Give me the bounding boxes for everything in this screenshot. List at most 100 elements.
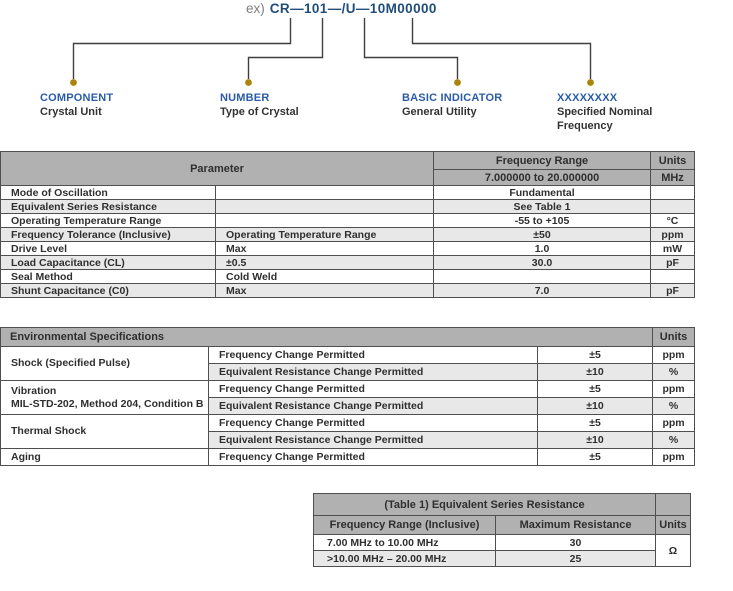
param-name: Seal Method xyxy=(0,269,216,284)
env-value: ±5 xyxy=(536,346,654,364)
connector-dot-frequency xyxy=(587,79,594,86)
param-sub xyxy=(214,213,435,228)
env-value: ±5 xyxy=(536,380,654,398)
table1-resistance-header: Maximum Resistance xyxy=(494,515,657,535)
param-name: Shunt Capacitance (C0) xyxy=(0,283,216,298)
env-group-shock: Shock (Specified Pulse) xyxy=(0,346,209,381)
table1-resistance: 25 xyxy=(494,550,657,567)
param-name: Operating Temperature Range xyxy=(0,213,216,228)
env-test: Frequency Change Permitted xyxy=(208,448,538,466)
param-value: 7.0 xyxy=(433,283,652,298)
environmental-title: Environmental Specifications xyxy=(0,327,654,347)
param-value: -55 to +105 xyxy=(433,213,652,228)
param-unit: ppm xyxy=(650,227,696,242)
env-test: Frequency Change Permitted xyxy=(208,346,538,364)
param-unit: pF xyxy=(650,255,696,270)
param-value: Fundamental xyxy=(433,185,652,200)
env-group-name2: MIL-STD-202, Method 204, Condition B xyxy=(11,397,204,410)
connector-dot-number xyxy=(245,79,252,86)
callout-number-desc: Type of Crystal xyxy=(220,106,299,118)
env-group-aging: Aging xyxy=(0,448,209,466)
env-unit: % xyxy=(652,363,696,381)
env-value: ±10 xyxy=(536,431,654,449)
connector-line-number xyxy=(247,18,324,79)
param-sub xyxy=(214,199,435,214)
env-value: ±10 xyxy=(536,363,654,381)
env-group-name: Vibration xyxy=(11,384,57,397)
connector-dot-basic-indicator xyxy=(454,79,461,86)
env-unit: % xyxy=(652,397,696,415)
param-name: Mode of Oscillation xyxy=(0,185,216,200)
env-group-name: Thermal Shock xyxy=(11,425,87,437)
environmental-table: Environmental Specifications Units Shock… xyxy=(0,327,696,466)
param-sub: Operating Temperature Range xyxy=(214,227,435,242)
connector-line-basic-indicator xyxy=(363,18,459,79)
table1-title: (Table 1) Equivalent Series Resistance xyxy=(312,493,657,516)
table1-esr: (Table 1) Equivalent Series Resistance F… xyxy=(312,493,692,567)
part-number: CR—101—/U—10M00000 xyxy=(269,1,437,16)
env-group-name: Shock (Specified Pulse) xyxy=(11,357,131,369)
param-unit: pF xyxy=(650,283,696,298)
callout-number: NUMBER Type of Crystal xyxy=(220,91,299,119)
connector-dot-component xyxy=(70,79,77,86)
units-value: MHz xyxy=(650,169,696,186)
parameter-header: Parameter xyxy=(0,151,435,186)
env-value: ±5 xyxy=(536,414,654,432)
callout-frequency-desc: Specified Nominal Frequency xyxy=(557,106,653,132)
param-value: ±50 xyxy=(433,227,652,242)
units-header: Units xyxy=(650,151,696,170)
callout-basic-indicator: BASIC INDICATOR General Utility xyxy=(402,91,502,119)
table1-units-header: Units xyxy=(655,515,692,535)
param-value xyxy=(433,269,652,284)
table1-resistance: 30 xyxy=(494,534,657,551)
table1-unit-ohm: Ω xyxy=(655,534,692,567)
callout-basic-indicator-label: BASIC INDICATOR xyxy=(402,92,503,104)
callout-frequency: XXXXXXXX Specified Nominal Frequency xyxy=(557,91,673,133)
env-group-name: Aging xyxy=(11,450,41,463)
env-test: Equivalent Resistance Change Permitted xyxy=(208,363,538,381)
callout-component-label: COMPONENT xyxy=(40,92,114,104)
table1-range: 7.00 MHz to 10.00 MHz xyxy=(313,534,496,551)
param-unit: °C xyxy=(650,213,696,228)
parameter-table: Parameter Frequency Range Units 7.000000… xyxy=(0,151,696,298)
param-name: Equivalent Series Resistance xyxy=(0,199,216,214)
table1-title-spacer xyxy=(655,493,692,516)
param-sub: Max xyxy=(214,241,435,256)
param-name: Load Capacitance (CL) xyxy=(0,255,216,270)
env-test: Equivalent Resistance Change Permitted xyxy=(208,431,538,449)
param-sub: ±0.5 xyxy=(214,255,435,270)
connector-line-component xyxy=(72,18,292,79)
env-test: Frequency Change Permitted xyxy=(208,380,538,398)
param-unit xyxy=(650,269,696,284)
param-sub xyxy=(214,185,435,200)
param-unit: mW xyxy=(650,241,696,256)
env-unit: ppm xyxy=(652,448,696,466)
env-value: ±5 xyxy=(536,448,654,466)
param-unit xyxy=(650,185,696,200)
environmental-units-header: Units xyxy=(652,327,696,347)
env-test: Frequency Change Permitted xyxy=(208,414,538,432)
param-name: Frequency Tolerance (Inclusive) xyxy=(0,227,216,242)
callout-number-label: NUMBER xyxy=(220,92,270,104)
part-number-example: ex)CR—101—/U—10M00000 xyxy=(246,1,437,16)
connector-line-frequency xyxy=(411,18,592,79)
param-value: 1.0 xyxy=(433,241,652,256)
callout-frequency-label: XXXXXXXX xyxy=(557,92,618,104)
table1-range-header: Frequency Range (Inclusive) xyxy=(313,515,496,535)
frequency-range-value: 7.000000 to 20.000000 xyxy=(433,169,652,186)
env-unit: ppm xyxy=(652,346,696,364)
env-unit: ppm xyxy=(652,414,696,432)
param-name: Drive Level xyxy=(0,241,216,256)
env-value: ±10 xyxy=(536,397,654,415)
param-sub: Max xyxy=(214,283,435,298)
param-value: See Table 1 xyxy=(433,199,652,214)
callout-basic-indicator-desc: General Utility xyxy=(402,106,477,118)
param-unit xyxy=(650,199,696,214)
callout-connector-lines xyxy=(70,18,594,86)
env-group-vibration: Vibration MIL-STD-202, Method 204, Condi… xyxy=(0,380,209,415)
param-sub: Cold Weld xyxy=(214,269,435,284)
callout-component: COMPONENT Crystal Unit xyxy=(40,91,113,119)
param-value: 30.0 xyxy=(433,255,652,270)
table1-range: >10.00 MHz – 20.00 MHz xyxy=(313,550,496,567)
